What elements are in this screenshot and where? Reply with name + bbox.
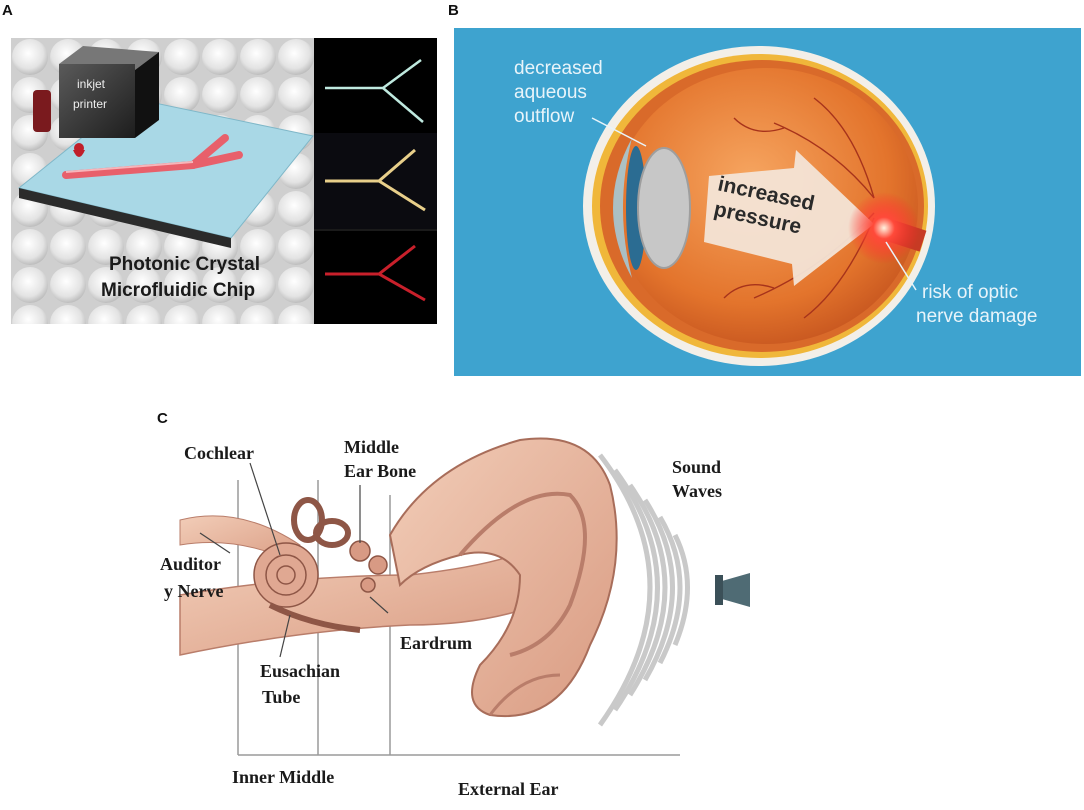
- label-pointers: [199, 462, 389, 658]
- photo-cyan-channel: [325, 58, 424, 123]
- chip-caption-line-2: Microfluidic Chip: [101, 280, 255, 301]
- optic-nerve-flare: [848, 192, 920, 264]
- panel-c-figure: Cochlear Middle Ear Bone Sound Waves Aud…: [160, 437, 750, 799]
- middle-ear-bone-label-1: Middle: [344, 437, 399, 457]
- decreased-aqueous-outflow-label-1: decreased: [514, 58, 603, 79]
- chip-caption-line-1: Photonic Crystal: [109, 254, 260, 275]
- panel-b-letter: B: [448, 2, 459, 19]
- outflow-pointer: [591, 117, 647, 147]
- eardrum-label: Eardrum: [400, 633, 472, 653]
- risk-optic-nerve-label-1: risk of optic: [922, 282, 1018, 303]
- sound-waves-label-2: Waves: [672, 481, 722, 501]
- panel-a-figure: inkjet printer Photonic Crystal Microflu…: [11, 38, 437, 324]
- decreased-aqueous-outflow-label-2: aqueous: [514, 82, 587, 103]
- panel-c-letter: C: [157, 410, 168, 427]
- printer-front: [59, 64, 135, 138]
- eustachian-tube-label-2: Tube: [262, 687, 300, 707]
- decreased-aqueous-outflow-label-3: outflow: [514, 106, 574, 127]
- cochlea: [253, 542, 319, 608]
- sound-source-icon: [715, 573, 750, 607]
- printer-side: [135, 52, 159, 138]
- middle-ear-bones: [349, 540, 388, 593]
- panel-a-letter: A: [2, 2, 13, 19]
- risk-optic-nerve-label-2: nerve damage: [916, 306, 1037, 327]
- ear-canal: [179, 543, 551, 656]
- eustachian-tube-label-1: Eusachian: [260, 661, 340, 681]
- printer-label-printer: printer: [73, 97, 107, 111]
- outer-ear-pinna: [388, 437, 618, 718]
- photo-yellow-channel: [325, 148, 426, 212]
- inner-helix: [458, 491, 587, 657]
- panel-b-figure: increased pressure decreased aqueous out…: [454, 28, 1081, 376]
- y-channel: [62, 134, 243, 179]
- photo-red-channel: [325, 244, 426, 302]
- middle-ear-bone-label-2: Ear Bone: [344, 461, 416, 481]
- risk-pointer: [885, 241, 917, 291]
- inner-middle-label: Inner Middle: [232, 767, 334, 787]
- lens: [637, 147, 691, 269]
- sound-wave-arcs: [597, 453, 690, 727]
- cochlear-label: Cochlear: [184, 443, 254, 463]
- auditory-nerve-label-1: Auditor: [160, 554, 221, 574]
- pressure-arrow: [704, 150, 874, 286]
- cornea: [613, 138, 632, 278]
- ink-cartridge: [33, 90, 51, 132]
- chip-plate-edge: [19, 188, 231, 248]
- sound-waves-label-1: Sound: [672, 457, 721, 477]
- semicircular-canals: [291, 497, 351, 548]
- external-ear-label: External Ear: [458, 779, 559, 799]
- eustachian-tube: [268, 602, 361, 633]
- auditory-nerve-label-2: y Nerve: [164, 581, 223, 601]
- printer-label-inkjet: inkjet: [77, 77, 106, 91]
